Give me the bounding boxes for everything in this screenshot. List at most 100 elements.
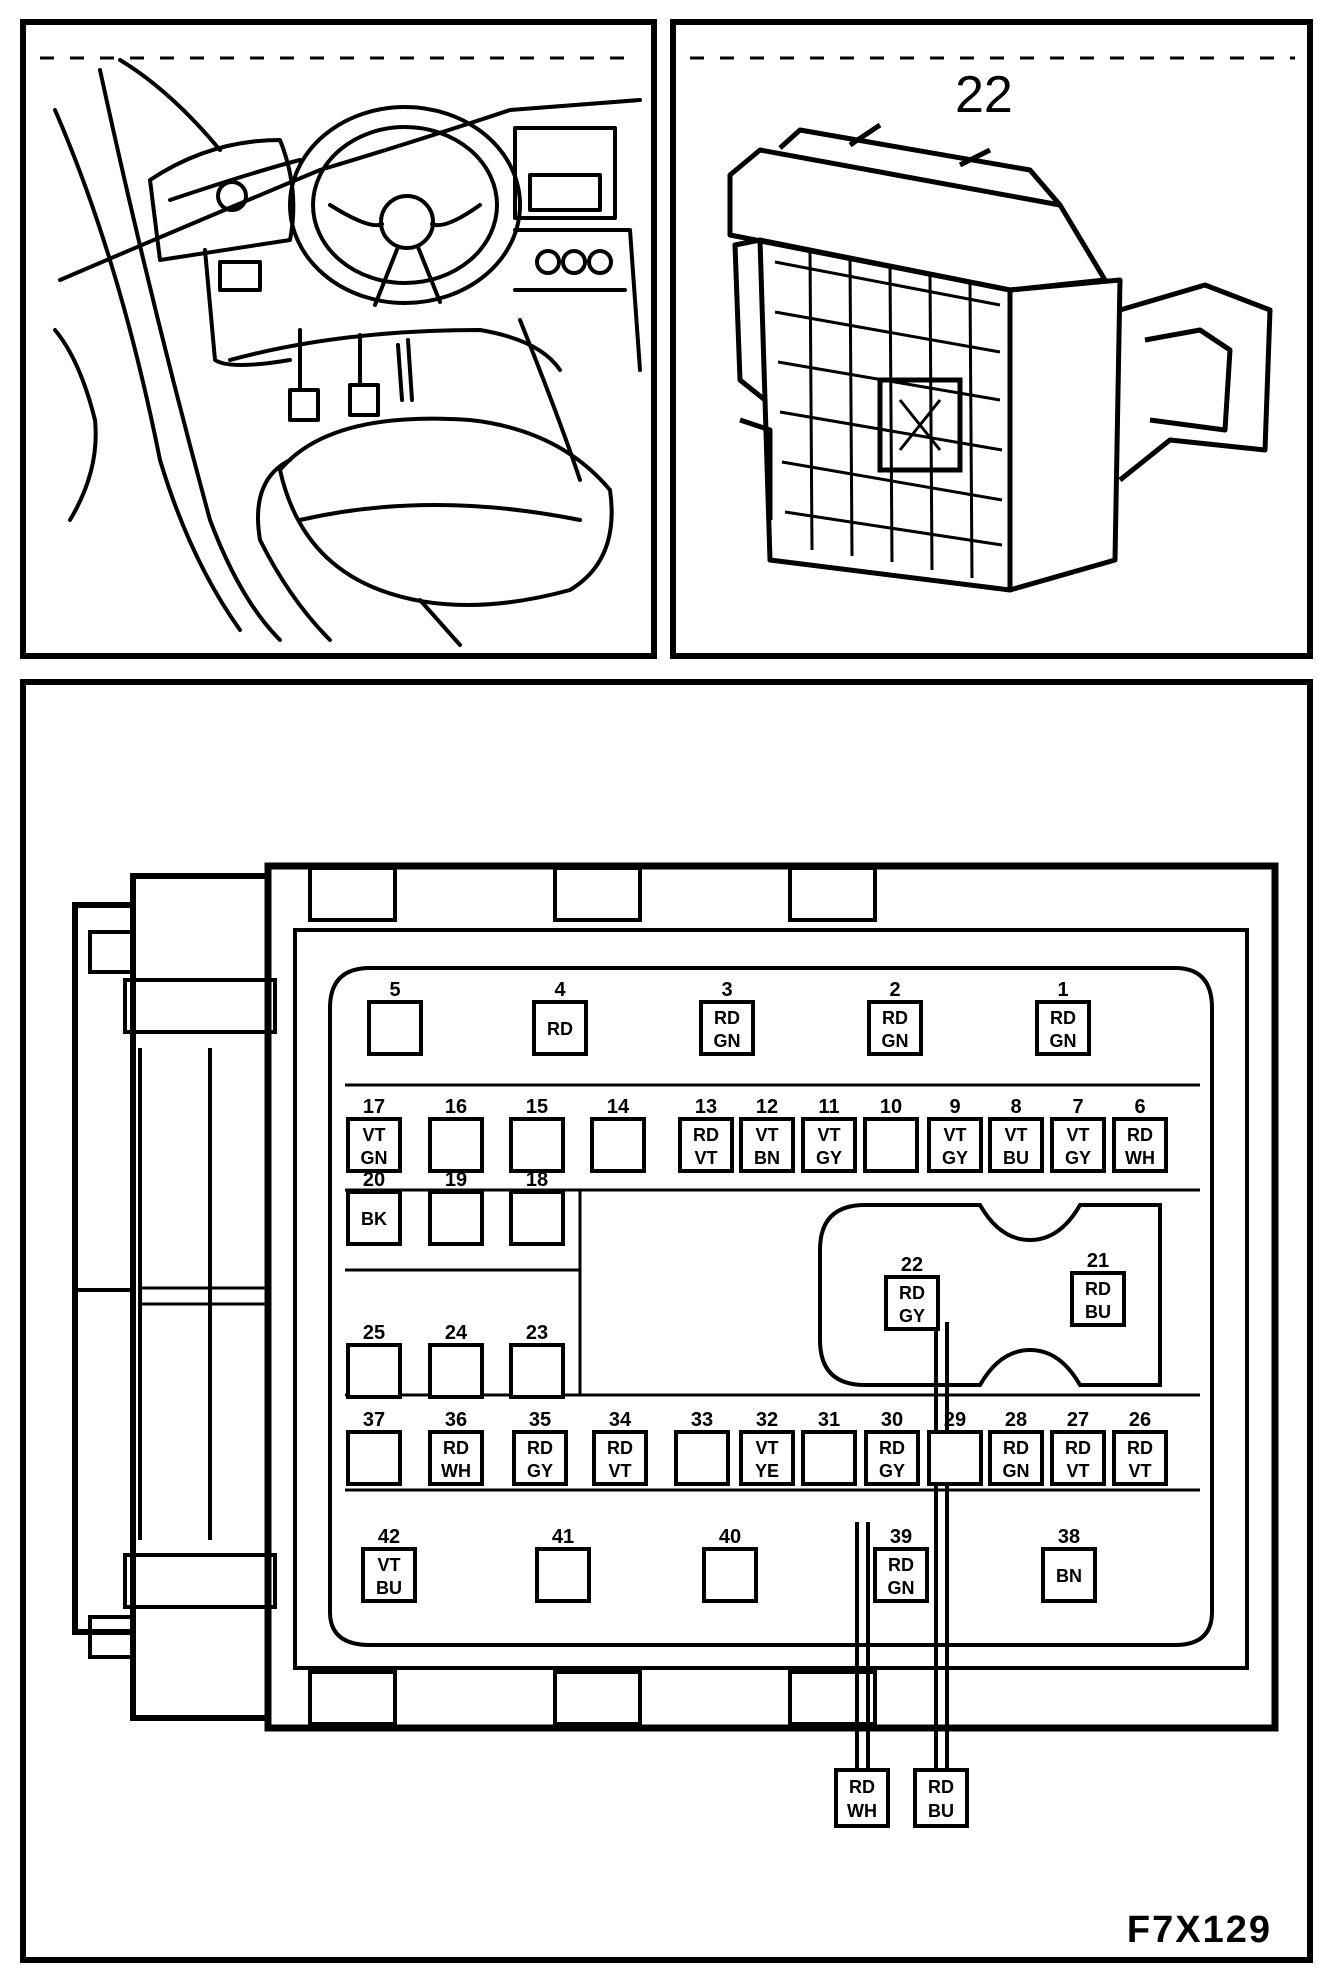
pin-number: 21 bbox=[1087, 1250, 1109, 1272]
pin-37: 37 bbox=[346, 1409, 402, 1486]
wire-color-code: RD bbox=[443, 1438, 469, 1458]
pin-number: 15 bbox=[526, 1096, 548, 1118]
pin-cavity bbox=[346, 1190, 402, 1246]
wire-color-code: VT bbox=[755, 1125, 778, 1145]
pin-number: 35 bbox=[529, 1409, 551, 1431]
pin-24: 24 bbox=[428, 1322, 484, 1399]
wire-color-code: RD bbox=[547, 1019, 573, 1039]
pin-cavity bbox=[428, 1190, 484, 1246]
connector-body bbox=[72, 862, 1279, 1732]
wire-color-code: RD bbox=[1127, 1438, 1153, 1458]
pin-18: 18 bbox=[509, 1169, 565, 1246]
pin-number: 20 bbox=[363, 1169, 385, 1191]
pin-cavity bbox=[428, 1430, 484, 1486]
wire-color-code: GY bbox=[527, 1461, 553, 1481]
pin-cavity bbox=[1112, 1430, 1168, 1486]
pin-cavity bbox=[361, 1547, 417, 1603]
wire-color-code: VT bbox=[1128, 1461, 1151, 1481]
wire-color-code: BU bbox=[376, 1578, 402, 1598]
wire-color-code: RD bbox=[849, 1777, 875, 1797]
pin-cavity bbox=[873, 1547, 929, 1603]
pin-41: 41 bbox=[535, 1526, 591, 1603]
pin-number: 18 bbox=[526, 1169, 548, 1191]
pin-cavity bbox=[346, 1343, 402, 1399]
wire-color-code: BU bbox=[1003, 1148, 1029, 1168]
wire-color-code: VT bbox=[377, 1555, 400, 1575]
wire-color-code: RD bbox=[928, 1777, 954, 1797]
pin-19: 19 bbox=[428, 1169, 484, 1246]
pin-number: 13 bbox=[695, 1096, 717, 1118]
pin-31: 31 bbox=[801, 1409, 857, 1486]
wire-color-code: BN bbox=[754, 1148, 780, 1168]
pin-cavity bbox=[535, 1547, 591, 1603]
wire-color-code: YE bbox=[755, 1461, 779, 1481]
pin-cavity bbox=[678, 1117, 734, 1173]
pin-number: 34 bbox=[609, 1409, 632, 1431]
wire-color-code: VT bbox=[1066, 1461, 1089, 1481]
pin-3: 3RD GN bbox=[699, 979, 755, 1056]
pin-cavity bbox=[927, 1430, 983, 1486]
wire-tag-1: RD WH bbox=[834, 1768, 890, 1828]
pin-number: 39 bbox=[890, 1526, 912, 1548]
pin-number: 31 bbox=[818, 1409, 840, 1431]
pin-cavity bbox=[702, 1547, 758, 1603]
wire-color-code: RD bbox=[1050, 1008, 1076, 1028]
wire-color-code: RD bbox=[879, 1438, 905, 1458]
wire-color-code: VT bbox=[943, 1125, 966, 1145]
pin-cavity bbox=[509, 1343, 565, 1399]
pin-number: 19 bbox=[445, 1169, 467, 1191]
wire-color-code: GN bbox=[882, 1031, 909, 1051]
pin-number: 3 bbox=[721, 979, 732, 1001]
pin-cavity bbox=[867, 1000, 923, 1056]
wire-color-code: RD bbox=[899, 1283, 925, 1303]
wire-color-code: WH bbox=[441, 1461, 471, 1481]
wire-color-code: RD bbox=[714, 1008, 740, 1028]
wire-color-code: RD bbox=[607, 1438, 633, 1458]
wire-color-code: GN bbox=[714, 1031, 741, 1051]
wire-color-code: GN bbox=[361, 1148, 388, 1168]
wire-color-code: WH bbox=[847, 1801, 877, 1821]
pin-number: 17 bbox=[363, 1096, 385, 1118]
wire-color-code: VT bbox=[1066, 1125, 1089, 1145]
pin-cavity bbox=[739, 1430, 795, 1486]
pin-number: 30 bbox=[881, 1409, 903, 1431]
wire-color-code: GY bbox=[816, 1148, 842, 1168]
pin-number: 8 bbox=[1010, 1096, 1021, 1118]
pin-number: 5 bbox=[389, 979, 400, 1001]
pin-cavity bbox=[532, 1000, 588, 1056]
pin-number: 14 bbox=[607, 1096, 630, 1118]
wire-leads bbox=[855, 1322, 949, 1770]
wire-color-code: WH bbox=[1125, 1148, 1155, 1168]
wire-color-code: BK bbox=[361, 1209, 387, 1229]
pin-number: 12 bbox=[756, 1096, 778, 1118]
wire-color-code: RD bbox=[1127, 1125, 1153, 1145]
wire-color-code: BN bbox=[1056, 1566, 1082, 1586]
pin-cavity bbox=[367, 1000, 423, 1056]
wire-color-code: RD bbox=[527, 1438, 553, 1458]
pin-number: 9 bbox=[949, 1096, 960, 1118]
wire-color-code: RD bbox=[1003, 1438, 1029, 1458]
pin-number: 23 bbox=[526, 1322, 548, 1344]
pin-cavity bbox=[428, 1117, 484, 1173]
pin-number: 41 bbox=[552, 1526, 574, 1548]
figure-reference: F7X129 bbox=[1127, 1909, 1272, 1951]
pin-number: 38 bbox=[1058, 1526, 1080, 1548]
pin-number: 11 bbox=[818, 1096, 839, 1118]
pin-number: 36 bbox=[445, 1409, 467, 1431]
pin-10: 10 bbox=[863, 1096, 919, 1173]
pin-cavity bbox=[801, 1117, 857, 1173]
wire-color-code: VT bbox=[1004, 1125, 1027, 1145]
pin-cavity bbox=[512, 1430, 568, 1486]
